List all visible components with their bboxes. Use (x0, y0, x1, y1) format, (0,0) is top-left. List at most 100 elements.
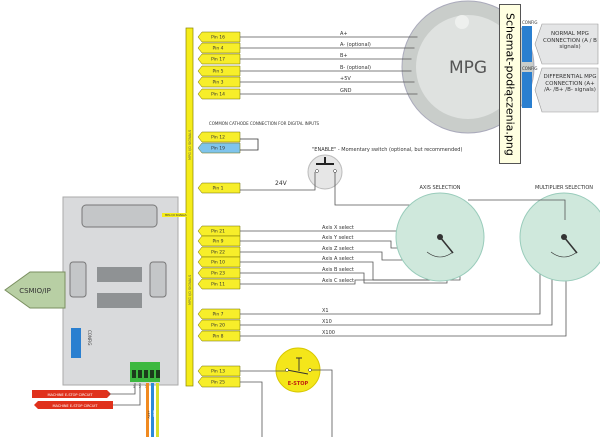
filename-tooltip: Schemat-podłączenia.png (499, 4, 521, 164)
svg-text:Pin 10: Pin 10 (211, 260, 225, 266)
db25-connector (81, 204, 158, 228)
multiplier-selection-title: MULTIPLIER SELECTION (535, 185, 593, 191)
signal-label: B+ (340, 53, 348, 59)
signal-label: GND (340, 88, 352, 94)
terminal-number: 1 (133, 385, 135, 389)
signal-label: Axis Z select (322, 246, 354, 252)
signal-label: A+ (340, 31, 348, 37)
terminal-screw (132, 370, 136, 378)
bus-label: MPG I/O SIGNALS (188, 129, 192, 160)
svg-text:Pin 22: Pin 22 (211, 250, 225, 256)
estop-label: E-STOP (288, 381, 309, 387)
csmio-label: CSMIO/IP (19, 287, 51, 295)
bus-label: MPG I/O SIGNALS (188, 274, 192, 305)
can-connector-left (69, 261, 87, 298)
svg-text:Pin 16: Pin 16 (211, 35, 225, 41)
pin-tag: Pin 10 (197, 256, 241, 268)
svg-text:MPG I/O SIGNALS: MPG I/O SIGNALS (165, 213, 187, 217)
svg-text:MACHINE E-STOP CIRCUIT: MACHINE E-STOP CIRCUIT (52, 404, 98, 408)
signal-label: X100 (322, 330, 335, 336)
pin-tag: Pin 5 (197, 65, 241, 77)
svg-text:MACHINE E-STOP CIRCUIT: MACHINE E-STOP CIRCUIT (47, 393, 93, 397)
signal-label: Axis Y select (322, 235, 354, 241)
config-normal-title: CONFIG (522, 20, 538, 25)
svg-text:Pin 25: Pin 25 (211, 380, 225, 386)
pin-tag: Pin 4 (197, 42, 241, 54)
svg-text:Pin 21: Pin 21 (211, 229, 225, 235)
pin-tag: Pin 13 (197, 365, 241, 377)
svg-text:Pin 8: Pin 8 (212, 334, 223, 340)
svg-text:+24V: +24V (147, 410, 151, 419)
pin-tag: Pin 3 (197, 76, 241, 88)
signal-label: Axis C select (322, 278, 354, 284)
signal-label: X1 (322, 308, 329, 314)
signal-label: X10 (322, 319, 332, 325)
svg-text:CONFIG: CONFIG (87, 330, 92, 346)
config-differential-title: CONFIG (522, 66, 538, 71)
common-cathode-note: COMMON CATHODE CONNECTION FOR DIGITAL IN… (209, 121, 320, 126)
pin-tag: Pin 16 (197, 31, 241, 43)
pin-tag: Pin 22 (197, 246, 241, 258)
signal-label: +5V (340, 76, 351, 82)
config-dip-switch (71, 328, 81, 358)
config-differential-text: DIFFERENTIAL MPG CONNECTION (A+ /A- /B+ … (543, 74, 597, 93)
pin-tag: Pin 7 (197, 308, 241, 320)
pin-tag: Pin 19 (197, 142, 241, 154)
config-dip-switch (522, 72, 532, 108)
machine-estop-tag: MACHINE E-STOP CIRCUIT (34, 401, 113, 409)
can-connector-right (149, 261, 167, 298)
wire-24v (146, 383, 149, 437)
signal-label: A- (optional) (340, 42, 371, 48)
wire-gnd (151, 383, 154, 437)
pin-tag: Pin 25 (197, 376, 241, 388)
axis-selection-title: AXIS SELECTION (419, 185, 460, 191)
svg-text:GND: GND (152, 410, 156, 418)
mpg-label: MPG (449, 58, 487, 78)
machine-estop-tag: MACHINE E-STOP CIRCUIT (32, 390, 111, 398)
multiplier-selector-switch: MULTIPLIER SELECTION (519, 185, 600, 282)
pin-tag: Pin 1 (197, 182, 241, 194)
svg-text:Pin 23: Pin 23 (211, 271, 225, 277)
pin-tag: Pin 8 (197, 330, 241, 342)
svg-text:Pin 1: Pin 1 (212, 186, 223, 192)
signal-label: Axis B select (322, 267, 354, 273)
estop-button: E-STOP (275, 347, 321, 393)
pin-tag: Pin 11 (197, 278, 241, 290)
pin-tag: Pin 23 (197, 267, 241, 279)
pin-tag: Pin 17 (197, 53, 241, 65)
signal-label: Axis A select (322, 256, 354, 262)
pin-tag: Pin 21 (197, 225, 241, 237)
signal-label: Axis X select (322, 225, 354, 231)
svg-text:Pin 7: Pin 7 (212, 312, 223, 318)
config-differential-panel (522, 67, 599, 113)
signal-label: B- (optional) (340, 65, 371, 71)
pin-tag: Pin 12 (197, 131, 241, 143)
svg-text:Pin 9: Pin 9 (212, 239, 223, 245)
config-dip-switch (522, 26, 532, 62)
signal-bus (185, 27, 194, 387)
axis-selector-switch: AXIS SELECTION (395, 185, 485, 282)
svg-text:Pin 17: Pin 17 (211, 57, 225, 63)
enable-label: "ENABLE" - Momentary switch (optional, b… (312, 147, 462, 153)
svg-text:Pin 20: Pin 20 (211, 323, 225, 329)
svg-text:Pin 5: Pin 5 (212, 69, 223, 75)
enable-switch (307, 154, 343, 190)
wire-pe (156, 383, 159, 437)
pin-tag: Pin 14 (197, 88, 241, 100)
config-normal-text: NORMAL MPG CONNECTION (A / B signals) (543, 31, 597, 50)
svg-text:Pin 11: Pin 11 (211, 282, 225, 288)
svg-text:Pin 13: Pin 13 (211, 369, 225, 375)
csmio-module: MPG I/O SIGNALS CONFIG 12345 (62, 196, 190, 389)
svg-text:Pin 4: Pin 4 (212, 46, 223, 52)
svg-text:Pin 19: Pin 19 (211, 146, 225, 152)
terminal-screw (144, 370, 148, 378)
terminal-screw (156, 370, 160, 378)
pin-tag: Pin 20 (197, 319, 241, 331)
pin-tag: Pin 9 (197, 235, 241, 247)
config-normal-panel (522, 23, 599, 65)
csmio-arrow: CSMIO/IP (4, 271, 66, 309)
svg-text:Pin 14: Pin 14 (211, 92, 225, 98)
svg-text:Pin 12: Pin 12 (211, 135, 225, 141)
terminal-screw (150, 370, 154, 378)
